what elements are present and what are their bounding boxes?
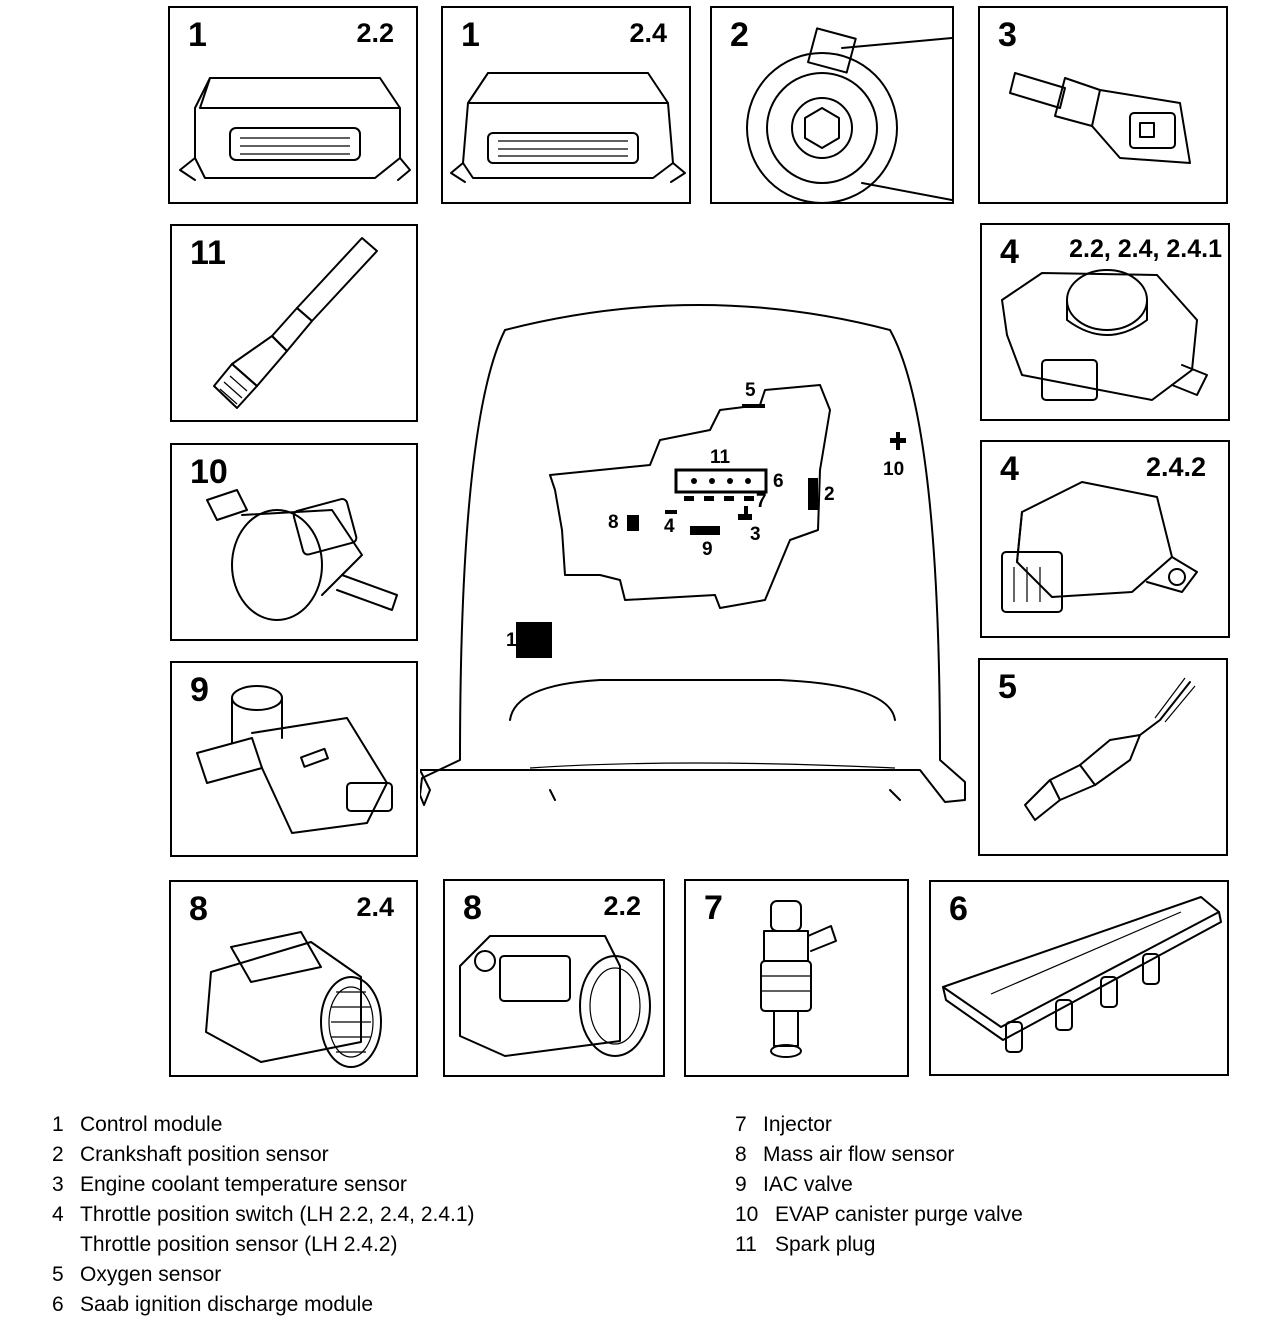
car-body-outline bbox=[420, 304, 966, 806]
panel-number: 1 bbox=[461, 16, 480, 54]
panel-coolant-temp-sensor: 3 bbox=[978, 6, 1228, 204]
control-module-icon bbox=[450, 72, 686, 183]
mass-air-flow-sensor-icon bbox=[459, 935, 651, 1057]
oxygen-sensor-icon bbox=[1024, 677, 1196, 821]
spark-plug-bank-marker bbox=[674, 468, 768, 494]
windscreen-line bbox=[509, 679, 896, 721]
ignition-discharge-module-icon bbox=[942, 896, 1222, 1053]
panel-number: 4 bbox=[1000, 233, 1019, 271]
maf-marker bbox=[627, 515, 639, 531]
panel-number: 8 bbox=[463, 889, 482, 927]
panel-maf-2-2: 8 2.2 bbox=[443, 879, 665, 1077]
coolant-temp-sensor-icon bbox=[1009, 72, 1191, 164]
marker-label: 7 bbox=[756, 491, 767, 512]
panel-evap-purge-valve: 10 bbox=[170, 443, 418, 641]
panel-version: 2.4 bbox=[356, 892, 394, 922]
spark-plug-icon bbox=[213, 237, 378, 409]
panel-crankshaft-sensor: 2 bbox=[710, 6, 954, 204]
marker-label: 3 bbox=[750, 524, 761, 545]
panel-number: 6 bbox=[949, 890, 968, 928]
panel-throttle-switch: 4 2.2, 2.4, 2.4.1 bbox=[980, 223, 1230, 421]
throttle-sensor-icon bbox=[1001, 481, 1198, 613]
engine-outline bbox=[549, 384, 831, 609]
panel-version: 2.4 bbox=[629, 18, 667, 48]
panel-oxygen-sensor: 5 bbox=[978, 658, 1228, 856]
evap-purge-valve-icon bbox=[206, 489, 398, 621]
marker-label: 6 bbox=[773, 471, 784, 492]
panel-ignition-discharge-module: 6 bbox=[929, 880, 1229, 1076]
panel-number: 9 bbox=[190, 671, 209, 709]
coolant-sensor-marker bbox=[738, 506, 752, 520]
control-module-marker bbox=[516, 622, 552, 658]
crankshaft-sensor-icon bbox=[746, 27, 952, 202]
panel-control-module-2-4: 1 2.4 bbox=[441, 6, 691, 204]
evap-valve-marker bbox=[890, 432, 906, 450]
iac-valve-icon bbox=[196, 685, 393, 834]
marker-label: 9 bbox=[702, 539, 713, 560]
throttle-switch-icon bbox=[1001, 269, 1208, 401]
crankshaft-sensor-marker bbox=[808, 478, 818, 510]
panel-spark-plug: 11 bbox=[170, 224, 418, 422]
panel-number: 2 bbox=[730, 16, 749, 54]
control-module-icon bbox=[179, 77, 411, 181]
iac-marker bbox=[690, 526, 720, 535]
marker-label: 5 bbox=[745, 380, 756, 401]
panel-number: 7 bbox=[704, 889, 723, 927]
panel-control-module-2-2: 1 2.2 bbox=[168, 6, 418, 204]
panel-iac-valve: 9 bbox=[170, 661, 418, 857]
panel-version: 2.2 bbox=[356, 18, 394, 48]
marker-label: 10 bbox=[883, 459, 904, 480]
marker-label: 11 bbox=[710, 447, 731, 468]
marker-label: 1 bbox=[506, 630, 517, 651]
oxygen-sensor-marker bbox=[742, 404, 765, 408]
panel-maf-2-4: 8 2.4 bbox=[169, 880, 418, 1077]
panel-number: 3 bbox=[998, 16, 1017, 54]
mass-air-flow-sensor-icon bbox=[205, 931, 382, 1068]
panel-injector: 7 bbox=[684, 879, 909, 1077]
panel-number: 5 bbox=[998, 668, 1017, 706]
marker-label: 8 bbox=[608, 512, 619, 533]
panel-throttle-sensor: 4 2.4.2 bbox=[980, 440, 1230, 638]
panel-number: 4 bbox=[1000, 450, 1019, 488]
throttle-marker bbox=[665, 510, 677, 514]
panel-number: 11 bbox=[190, 234, 226, 272]
legend-item: Throttle position sensor (LH 2.4.2) bbox=[80, 1233, 398, 1256]
engine-bay-overview: 1 2 3 4 5 6 7 8 9 10 11 bbox=[420, 304, 966, 806]
panel-number: 8 bbox=[189, 890, 208, 928]
panel-number: 10 bbox=[190, 453, 228, 491]
marker-label: 4 bbox=[664, 516, 675, 537]
panel-version: 2.2 bbox=[603, 891, 641, 921]
injector-icon bbox=[760, 900, 837, 1058]
marker-label: 2 bbox=[824, 484, 835, 505]
panel-version: 2.4.2 bbox=[1145, 452, 1206, 482]
panel-version: 2.2, 2.4, 2.4.1 bbox=[1069, 235, 1222, 263]
panel-number: 1 bbox=[188, 16, 207, 54]
